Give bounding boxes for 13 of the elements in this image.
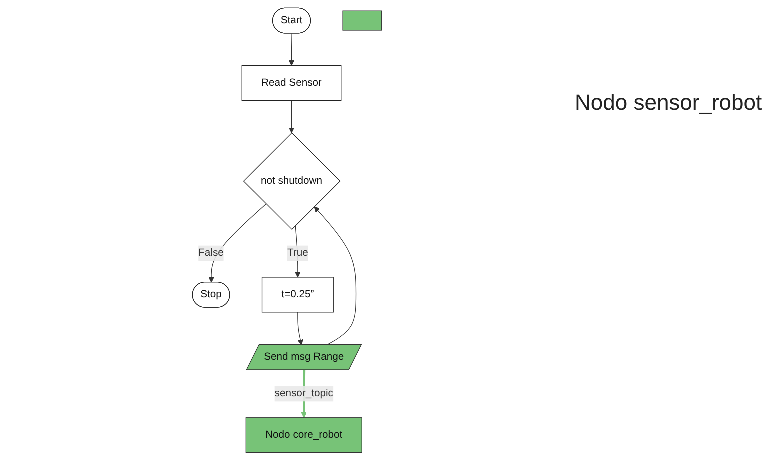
node-box: Nodo core_robot (246, 418, 363, 454)
node-box (342, 10, 382, 31)
edge-label: sensor_topic (275, 388, 334, 400)
edge-label: True (288, 248, 309, 259)
arrow (298, 312, 304, 346)
node-name-label: Nodo sensor_robot (575, 90, 764, 116)
arrow (314, 206, 357, 346)
arrow (289, 33, 295, 66)
node-diamond: not shutdown (244, 132, 342, 230)
arrow (289, 100, 295, 134)
node-box: Read Sensor (242, 65, 342, 102)
node-box: t=0.25” (262, 277, 334, 313)
edge-label: False (198, 248, 224, 259)
